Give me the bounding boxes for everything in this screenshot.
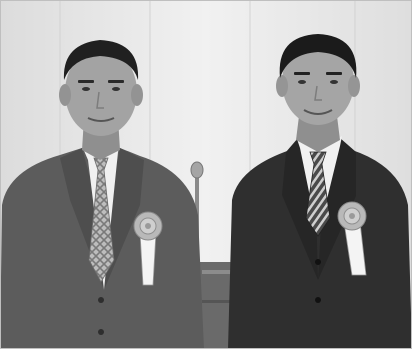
left-face bbox=[65, 48, 137, 136]
plaid-tie-icon bbox=[88, 157, 115, 283]
right-face bbox=[282, 39, 354, 125]
striped-tie-icon bbox=[305, 151, 331, 237]
right-hair bbox=[279, 34, 357, 78]
rosette-icon bbox=[337, 201, 367, 276]
podium bbox=[200, 262, 234, 349]
right-person bbox=[228, 34, 412, 349]
left-hair bbox=[63, 40, 139, 80]
rosette-icon bbox=[133, 211, 163, 286]
left-person bbox=[0, 40, 204, 349]
